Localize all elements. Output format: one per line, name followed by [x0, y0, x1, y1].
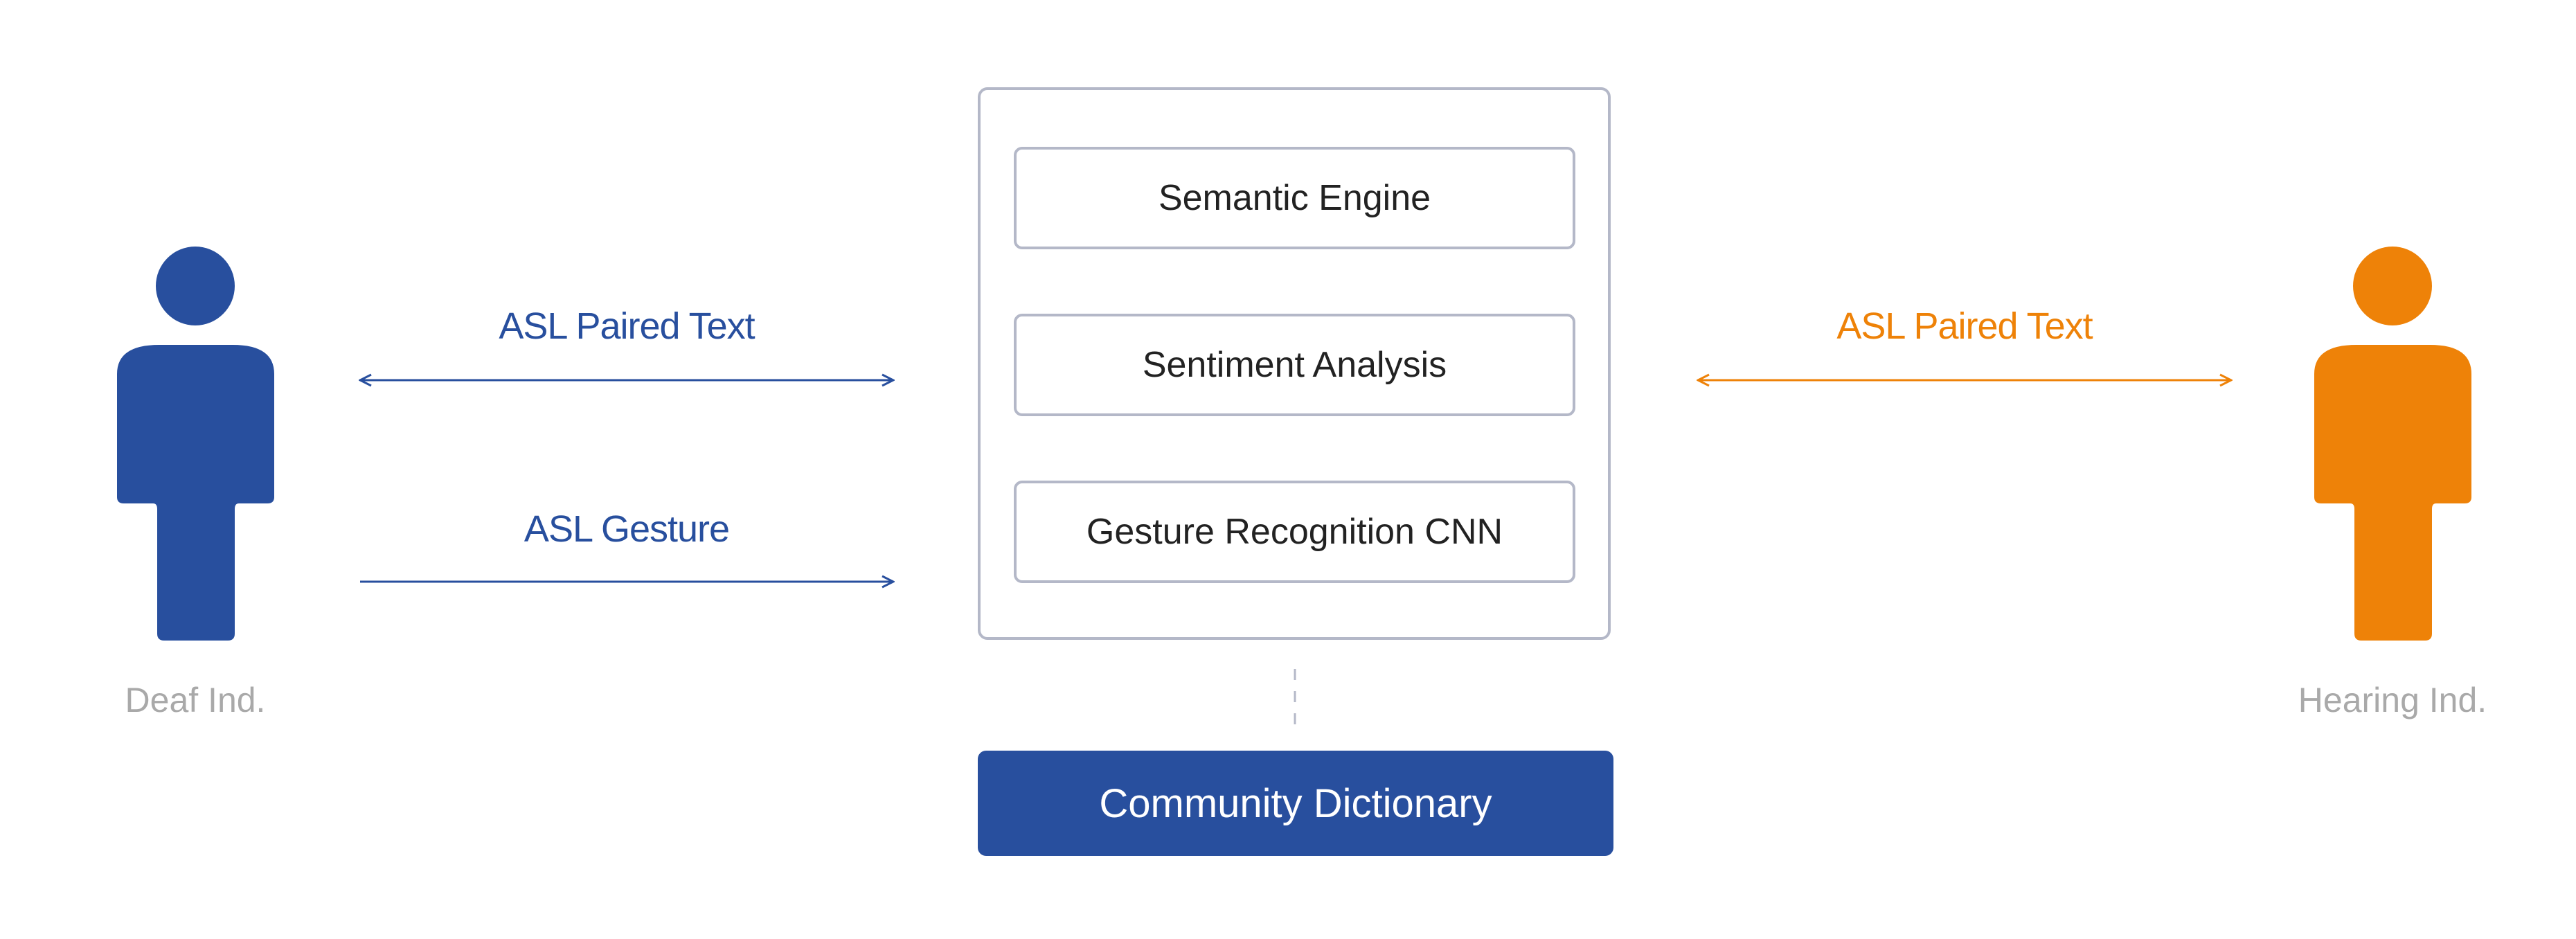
- deaf-person-label: Deaf Ind.: [125, 681, 266, 719]
- component-gesture-recognition: Gesture Recognition CNN: [1014, 481, 1575, 583]
- component-sentiment-analysis: Sentiment Analysis: [1014, 314, 1575, 416]
- hearing-person-head: [2353, 247, 2432, 325]
- deaf-person-body: [117, 345, 274, 641]
- system-container: [978, 87, 1611, 640]
- deaf-person-icon: [117, 247, 274, 641]
- hearing-person-body: [2314, 345, 2471, 641]
- community-dictionary: Community Dictionary: [978, 751, 1613, 856]
- hearing-person-icon: [2314, 247, 2471, 641]
- hearing-person-label: Hearing Ind.: [2298, 681, 2487, 719]
- deaf-person-head: [156, 247, 235, 325]
- deaf-gesture-flow-label: ASL Gesture: [524, 508, 730, 550]
- deaf-text-flow-label: ASL Paired Text: [499, 305, 755, 347]
- hearing-text-flow-label: ASL Paired Text: [1836, 305, 2093, 347]
- component-semantic-engine: Semantic Engine: [1014, 147, 1575, 249]
